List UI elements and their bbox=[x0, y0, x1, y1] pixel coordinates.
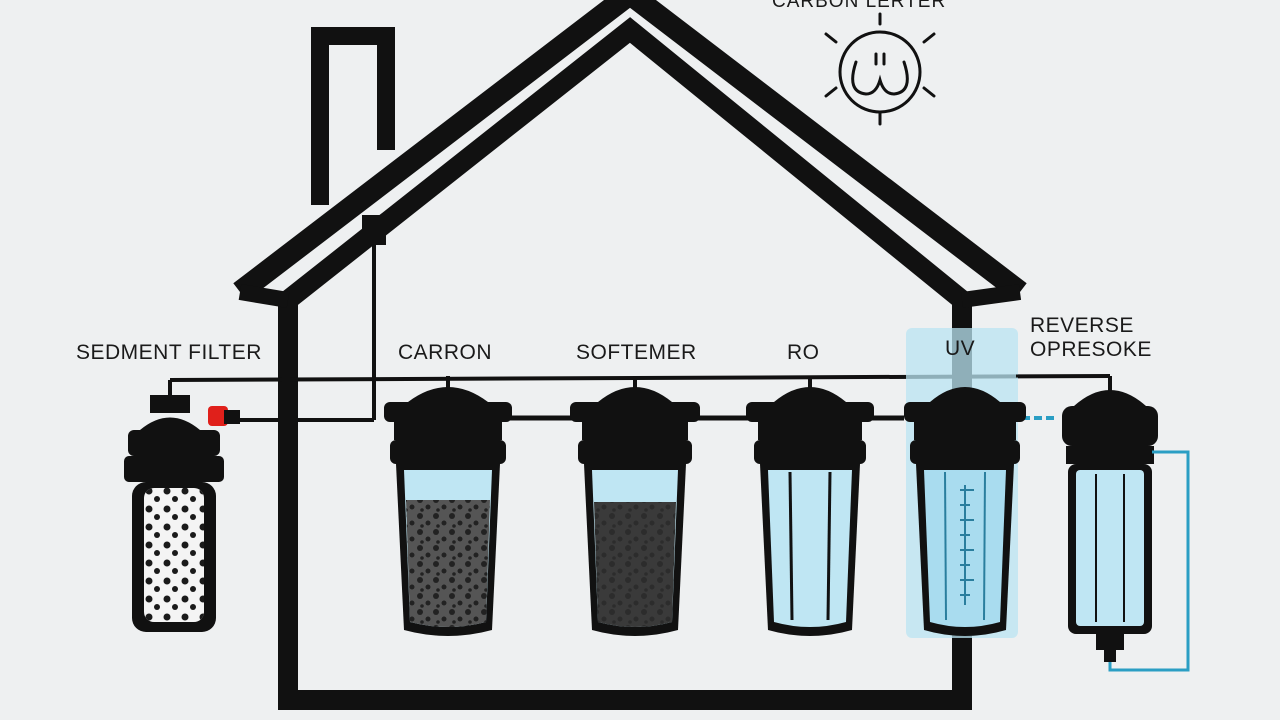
ro-label: RO bbox=[787, 341, 820, 364]
sediment-filter bbox=[124, 395, 224, 632]
ro-filter bbox=[746, 387, 874, 636]
reverse-osmosis-unit bbox=[1016, 374, 1190, 672]
reverse-osmosis-label-line1: REVERSE bbox=[1030, 314, 1134, 337]
sun-face-icon bbox=[824, 12, 936, 126]
softener-label: SOFTEMER bbox=[576, 341, 697, 364]
reverse-osmosis-label: REVERSE OPRESOKE bbox=[1030, 314, 1152, 362]
carbon-filter bbox=[384, 387, 512, 636]
top-icon-label: CARBON LERTER bbox=[772, 0, 947, 12]
uv-filter bbox=[904, 328, 1026, 638]
softener-filter bbox=[570, 387, 700, 636]
red-valve bbox=[208, 406, 288, 426]
chimney bbox=[311, 27, 395, 245]
carbon-filter-label: CARRON bbox=[398, 341, 493, 364]
uv-label: UV bbox=[945, 337, 976, 360]
reverse-osmosis-label-line2: OPRESOKE bbox=[1030, 338, 1152, 361]
sediment-filter-label: SEDMENT FILTER bbox=[76, 341, 262, 364]
